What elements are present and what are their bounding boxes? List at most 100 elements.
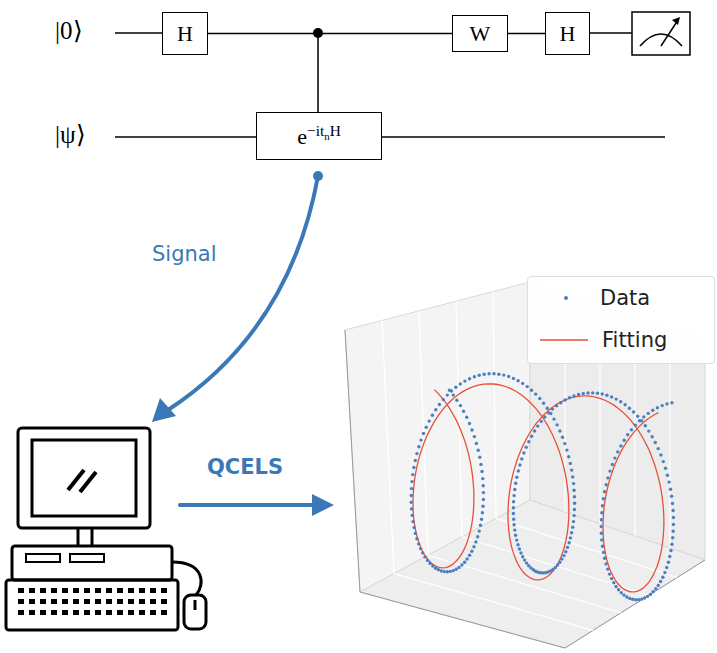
data-point (619, 444, 622, 447)
data-point (577, 393, 580, 396)
data-point (563, 442, 566, 445)
data-point (628, 407, 631, 410)
data-point (600, 525, 603, 528)
data-point (482, 373, 485, 376)
data-point (481, 511, 484, 514)
data-point (613, 456, 616, 459)
gate-label: H (560, 21, 576, 47)
data-point (450, 389, 453, 392)
data-point (622, 593, 625, 596)
gate-text: e (297, 124, 307, 149)
data-point (626, 433, 629, 436)
data-point (552, 417, 555, 420)
data-point (468, 422, 471, 425)
fitting-curve (413, 384, 664, 592)
data-point (426, 559, 429, 562)
key (106, 599, 112, 604)
data-point (558, 561, 561, 564)
gate-text: H (330, 122, 341, 139)
data-point (600, 511, 603, 514)
data-point (608, 572, 611, 575)
data-point (615, 397, 618, 400)
data-point (465, 557, 468, 560)
data-point (475, 442, 478, 445)
data-point (555, 404, 558, 407)
data-point (573, 508, 576, 511)
data-point (497, 373, 500, 376)
legend-entry: Data (528, 283, 650, 313)
gate-text: −it (307, 122, 324, 139)
data-point (434, 408, 437, 411)
data-point (568, 396, 571, 399)
key (139, 610, 145, 615)
data-point (649, 593, 652, 596)
data-point (640, 597, 643, 600)
data-point (558, 429, 561, 432)
data-point (572, 489, 575, 492)
data-point (616, 450, 619, 453)
legend-sample (528, 325, 590, 355)
data-point (651, 435, 654, 438)
key (139, 599, 145, 604)
key (18, 588, 24, 593)
data-point (567, 541, 570, 544)
grid-line (382, 320, 394, 573)
data-point (665, 566, 668, 569)
data-point (623, 403, 626, 406)
data-point (410, 494, 413, 497)
gate-box: H (545, 12, 590, 55)
data-point (512, 523, 515, 526)
data-point (666, 474, 669, 477)
data-point (521, 555, 524, 558)
data-point (423, 555, 426, 558)
data-point (668, 555, 671, 558)
data-point (468, 377, 471, 380)
data-point (515, 476, 518, 479)
data-point (513, 488, 516, 491)
measurement-meter (632, 12, 690, 55)
data-point (520, 457, 523, 460)
plot-legend: DataFitting (527, 276, 715, 364)
gate-box: H (162, 12, 208, 55)
data-point (547, 411, 550, 414)
data-point (630, 428, 633, 431)
data-point (534, 392, 537, 395)
data-point (555, 423, 558, 426)
key (84, 610, 90, 615)
data-point (606, 567, 609, 570)
data-point (470, 428, 473, 431)
data-point (623, 439, 626, 442)
data-point (643, 596, 646, 599)
data-point (634, 598, 637, 601)
data-point (482, 484, 485, 487)
key (128, 588, 134, 593)
data-point (614, 585, 617, 588)
data-point (446, 393, 449, 396)
qubit-wire (208, 33, 452, 34)
data-point (663, 571, 666, 574)
data-point (512, 506, 515, 509)
gate-text: H (177, 21, 193, 46)
data-point (455, 399, 458, 402)
key (128, 610, 134, 615)
data-point (582, 392, 585, 395)
data-point (428, 419, 431, 422)
key (29, 588, 35, 593)
data-point (601, 545, 604, 548)
data-point (410, 480, 413, 483)
data-point (572, 514, 575, 517)
data-point (481, 477, 484, 480)
data-point (526, 385, 529, 388)
data-point (562, 554, 565, 557)
legend-text: Data (600, 286, 650, 310)
data-point (459, 404, 462, 407)
data-point (459, 382, 462, 385)
data-point (440, 569, 443, 572)
data-point (667, 561, 670, 564)
data-point (571, 526, 574, 529)
legend-text: Fitting (602, 328, 667, 352)
data-point (670, 495, 673, 498)
key (51, 588, 57, 593)
data-point (480, 470, 483, 473)
data-point (417, 445, 420, 448)
